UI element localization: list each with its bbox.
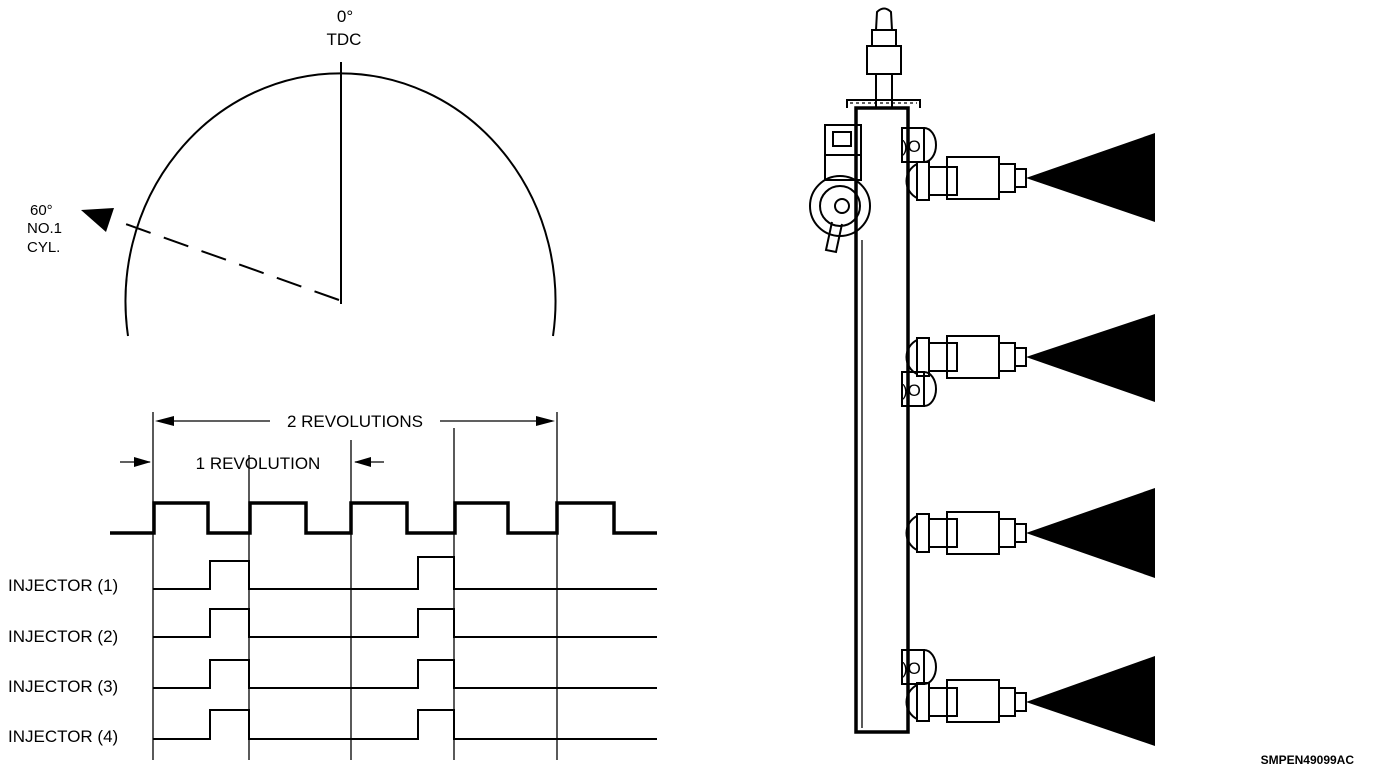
injector-2-signal [153,608,657,638]
injector-1-icon [905,133,1155,222]
arrow-right-icon [536,416,555,426]
arrow-left-icon [354,457,371,467]
injector-2-icon [905,314,1155,402]
fuel-rail-assembly: )O )O )O [809,7,1155,746]
no1-cyl-arrow-icon [81,208,114,232]
one-revolution-dimension: 1 REVOLUTION [120,454,384,473]
fuel-inlet-icon [846,7,921,108]
arrow-right-icon [134,457,151,467]
arrow-left-icon [155,416,174,426]
two-revolutions-dimension: 2 REVOLUTIONS [155,412,555,431]
no1-cyl-dashed-line [119,221,340,301]
spray-cone-4 [1026,656,1155,746]
crank-angle-diagram: 0° TDC 60° NO.1 CYL. [27,7,557,337]
crank-reference-signal [110,501,657,535]
injector-3-icon [905,488,1155,578]
svg-text:)O: )O [902,659,921,678]
figure-code: SMPEN49099AC [1261,753,1355,767]
injector-1-label: INJECTOR (1) [8,576,118,595]
one-revolution-label: 1 REVOLUTION [196,454,321,473]
injector-3-label: INJECTOR (3) [8,677,118,696]
tdc-label: TDC [327,30,362,49]
injector-4-icon [905,656,1155,746]
tdc-degree-label: 0° [337,7,353,26]
fuel-rail-body [854,106,910,734]
injector-1-signal [153,556,657,590]
svg-text:)O: )O [902,381,921,400]
rail-clip-3: )O [901,649,937,685]
injector-2-label: INJECTOR (2) [8,627,118,646]
cyl-degree-label: 60° [30,202,53,219]
spray-cone-3 [1026,488,1155,578]
injector-3-signal [153,659,657,689]
spray-cone-1 [1026,133,1155,222]
two-revolutions-label: 2 REVOLUTIONS [287,412,423,431]
injector-4-label: INJECTOR (4) [8,727,118,746]
svg-text:)O: )O [902,137,921,156]
spray-cone-2 [1026,314,1155,402]
rail-clip-1: )O [901,127,937,163]
cyl-no-label: NO.1 [27,220,62,237]
injector-4-signal [153,709,657,740]
timing-chart: 2 REVOLUTIONS 1 REVOLUTION INJECTOR (1) … [8,412,657,760]
pressure-regulator-icon [809,124,871,254]
cyl-label: CYL. [27,239,60,256]
